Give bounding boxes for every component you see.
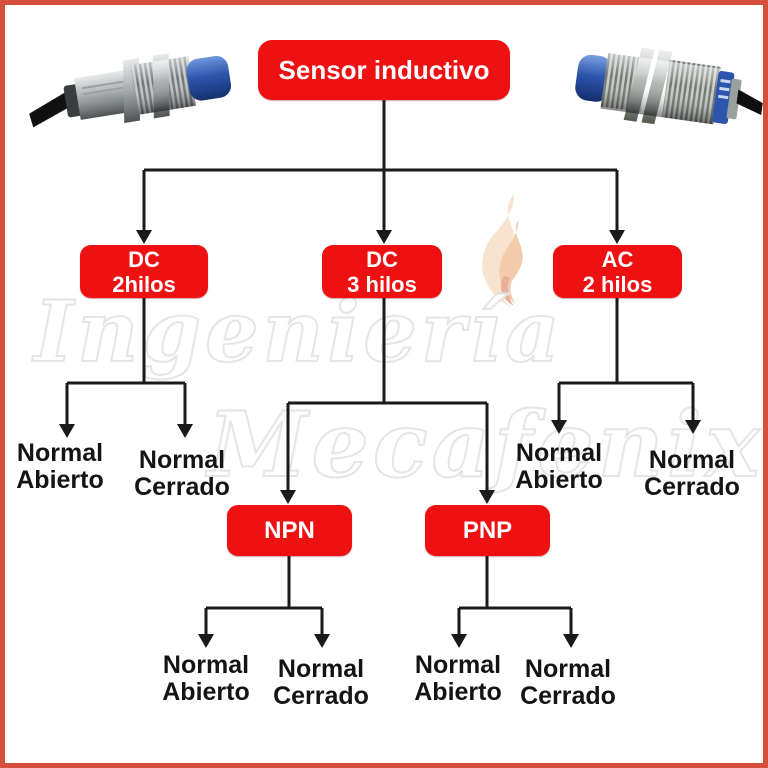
watermark-mecafenix: Mecafenix [207,391,764,499]
node-sensor-inductivo: Sensor inductivo [258,40,510,100]
leaf-dc2-normal-cerrado: Normal Cerrado [134,446,230,501]
leaf-ac2-normal-cerrado: Normal Cerrado [644,446,740,501]
leaf-ac2-normal-abierto: Normal Abierto [515,439,603,494]
leaf-npn-normal-cerrado: Normal Cerrado [273,655,369,710]
leaf-npn-normal-abierto: Normal Abierto [162,651,250,706]
node-pnp: PNP [425,505,550,556]
leaf-pnp-normal-abierto: Normal Abierto [414,651,502,706]
leaf-dc2-normal-abierto: Normal Abierto [16,439,104,494]
inductive-sensor-photo-right [575,47,763,125]
node-dc-2-hilos: DC 2hilos [80,245,208,298]
flame-logo-icon [482,194,523,308]
node-dc-3-hilos: DC 3 hilos [322,245,442,298]
inductive-sensor-photo-left [29,53,232,128]
connector-lines [65,100,695,636]
arrowheads [59,230,701,648]
node-npn: NPN [227,505,352,556]
node-ac-2-hilos: AC 2 hilos [553,245,682,298]
leaf-pnp-normal-cerrado: Normal Cerrado [520,655,616,710]
